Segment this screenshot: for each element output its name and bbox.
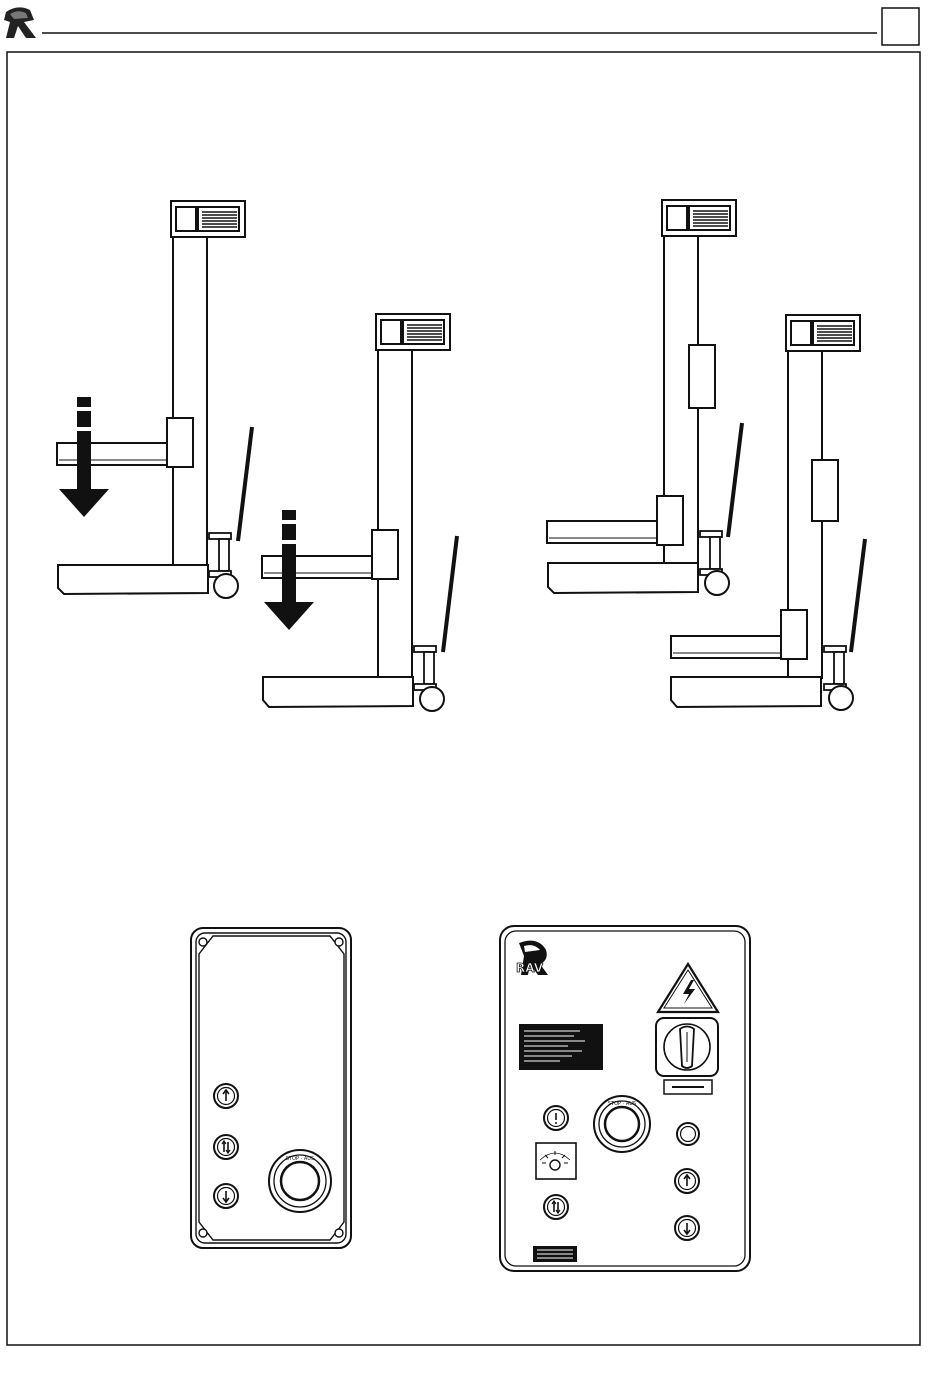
label-plate-block: [519, 1024, 603, 1070]
brand-text: RAV: [516, 961, 544, 975]
remote-pendant: STOP · AUS: [191, 928, 351, 1248]
main-control-panel: RAV STOP ·: [500, 926, 750, 1271]
emergency-stop-button[interactable]: STOP · AUS: [594, 1096, 650, 1152]
emergency-stop-text: STOP · AUS: [608, 1101, 636, 1107]
down-arrow-icon[interactable]: [214, 1184, 238, 1208]
rav-logo-icon: [4, 7, 36, 38]
page-header: [4, 7, 919, 45]
rating-plate: [533, 1246, 577, 1262]
alarm-icon[interactable]: [544, 1106, 568, 1130]
up-arrow-icon[interactable]: [675, 1169, 699, 1193]
down-arrow-icon[interactable]: [675, 1216, 699, 1240]
safety-release-icon[interactable]: [214, 1135, 238, 1159]
up-arrow-icon[interactable]: [214, 1084, 238, 1108]
page-number-box: [882, 8, 919, 45]
lift-column-lowering-1: [57, 201, 252, 598]
safety-release-icon[interactable]: [544, 1195, 568, 1219]
rotary-main-switch-icon[interactable]: [656, 1018, 718, 1094]
emergency-stop-button[interactable]: STOP · AUS: [269, 1150, 331, 1212]
pilot-lamp-icon: [677, 1123, 699, 1145]
indicator-lamp-icon: [536, 1143, 576, 1179]
emergency-stop-text: STOP · AUS: [286, 1156, 314, 1162]
lift-column-lowering-2: [262, 314, 457, 711]
lift-column-raised-1: [547, 200, 742, 595]
